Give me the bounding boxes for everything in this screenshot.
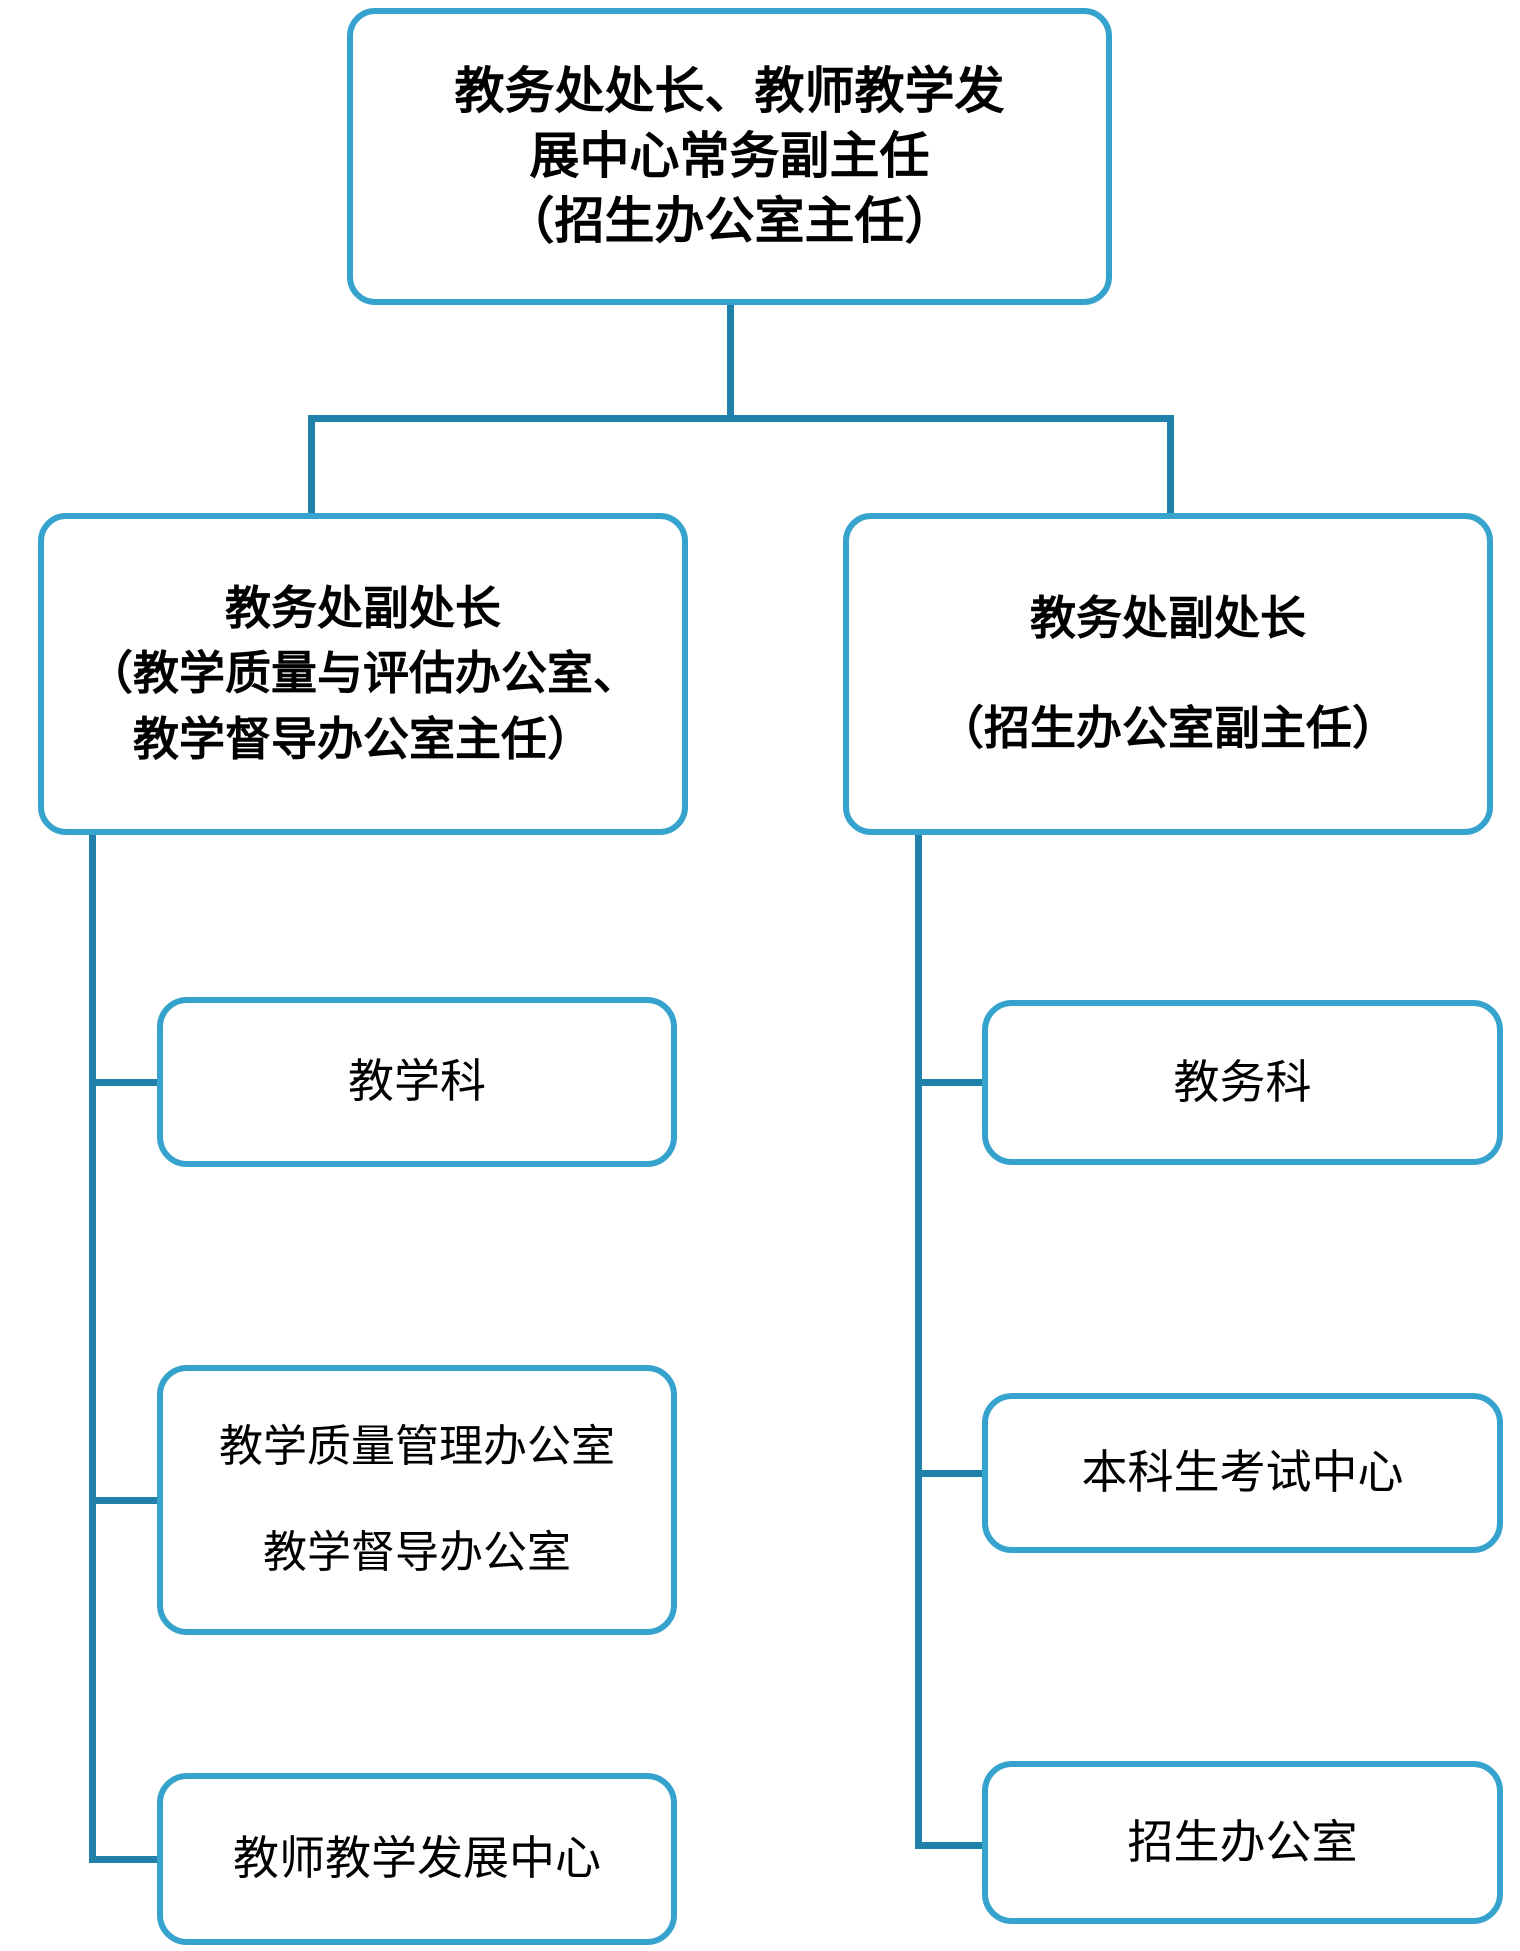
node-line: 教师教学发展中心 [233,1832,601,1885]
node-vice-director-quality: 教务处副处长 （教学质量与评估办公室、 教学督导办公室主任） [38,513,688,835]
node-admissions-office: 招生办公室 [982,1761,1503,1924]
connector-drop-right [1167,415,1174,519]
connector-stub-right-3 [915,1842,988,1849]
connector-stub-left-2 [89,1497,163,1504]
node-teaching-section: 教学科 [157,997,677,1167]
node-quality-supervision-offices: 教学质量管理办公室 教学督导办公室 [157,1365,677,1635]
connector-stub-left-3 [89,1856,163,1863]
node-vice-director-admissions: 教务处副处长 （招生办公室副主任） [843,513,1493,835]
node-line: 招生办公室 [1127,1815,1358,1868]
node-line: 教务处副处长 [225,583,501,635]
node-line: 本科生考试中心 [1081,1446,1404,1499]
connector-stub-left-1 [89,1079,163,1086]
node-teacher-development-center: 教师教学发展中心 [157,1773,677,1945]
connector-horizontal-bar [308,415,1174,422]
node-line: （招生办公室副主任） [938,703,1398,754]
node-line: 教学科 [348,1055,486,1108]
node-line: 展中心常务副主任 [529,128,930,184]
node-director: 教务处处长、教师教学发 展中心常务副主任 （招生办公室主任） [347,8,1112,305]
node-line: 教务处处长、教师教学发 [454,63,1005,119]
node-line: （教学质量与评估办公室、 [87,648,639,700]
node-line: （招生办公室主任） [504,193,955,249]
connector-trunk-left [89,832,96,1863]
node-line: 教务处副处长 [1030,592,1306,644]
connector-stub-right-1 [915,1079,988,1086]
node-line: 教学质量管理办公室 [219,1422,615,1472]
node-academic-affairs-section: 教务科 [982,1000,1503,1165]
node-undergraduate-exam-center: 本科生考试中心 [982,1393,1503,1553]
connector-stub-right-2 [915,1470,988,1477]
connector-root-stem [727,302,734,418]
connector-drop-left [308,415,315,519]
node-line: 教学督导办公室主任） [133,713,593,765]
node-line: 教务科 [1173,1055,1312,1108]
node-line: 教学督导办公室 [263,1528,571,1577]
connector-trunk-right [915,832,922,1849]
